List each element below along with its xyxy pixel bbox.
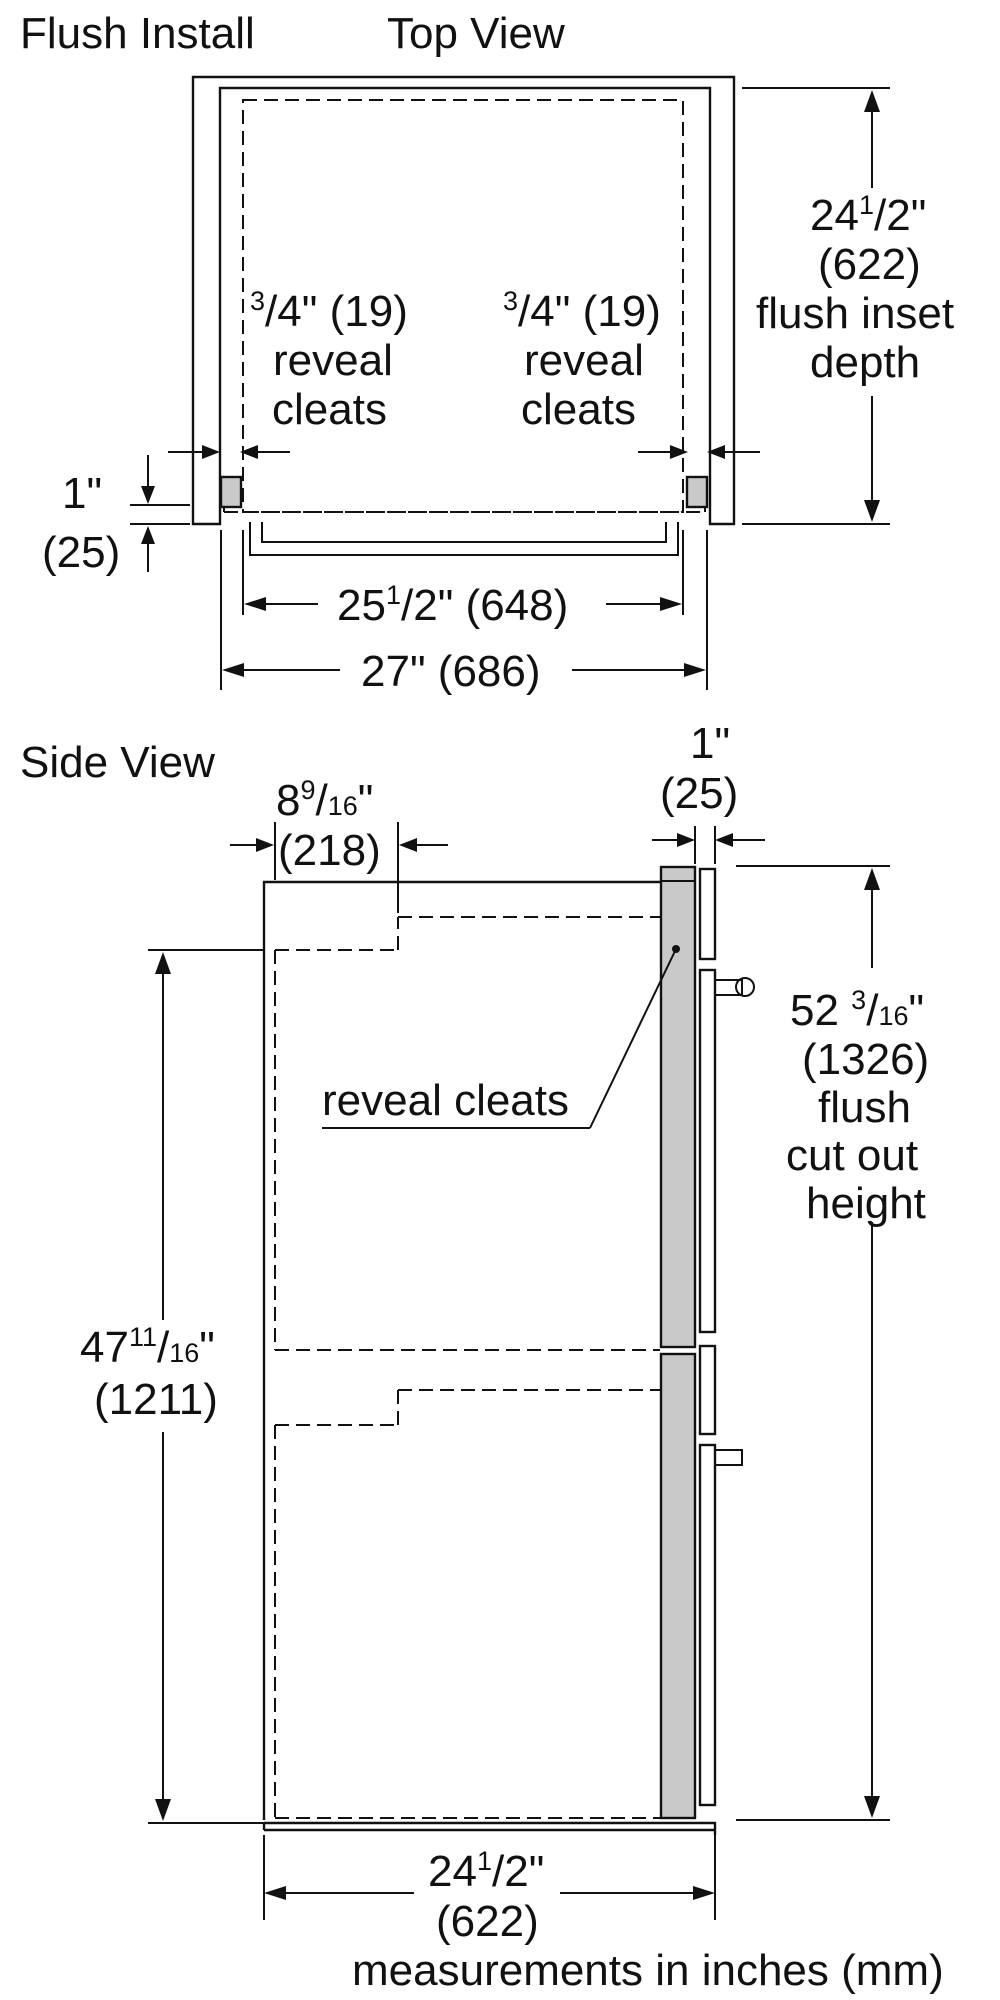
svg-text:251/2" (648): 251/2" (648) <box>337 580 568 630</box>
lower-door-panel <box>698 1443 717 1807</box>
svg-text:flush: flush <box>818 1083 911 1132</box>
side-view-drawing <box>148 822 890 1920</box>
door-offset-dimension: 1" (25) <box>652 719 765 847</box>
svg-text:(25): (25) <box>42 528 120 577</box>
units-note: measurements in inches (mm) <box>352 1946 944 1995</box>
top-view-drawing <box>191 75 890 690</box>
right-cleat <box>685 475 709 509</box>
reveal-cleats-callout: reveal cleats <box>322 1076 569 1125</box>
svg-text:241/2": 241/2" <box>810 190 926 240</box>
svg-text:cleats: cleats <box>521 385 636 434</box>
upper-step-dimension: 89/16" (218) <box>230 775 448 875</box>
svg-text:4711/16": 4711/16" <box>80 1322 215 1372</box>
svg-text:height: height <box>806 1179 926 1228</box>
side-view-title: Side View <box>20 738 215 787</box>
svg-text:27" (686): 27" (686) <box>361 647 541 696</box>
upper-door-panel <box>698 968 717 1334</box>
svg-text:depth: depth <box>810 338 920 387</box>
svg-text:89/16": 89/16" <box>276 775 373 825</box>
svg-text:flush inset: flush inset <box>756 289 954 338</box>
lower-height-dimension: 4711/16" (1211) <box>80 952 218 1821</box>
upper-drawer-panel <box>698 867 717 961</box>
left-reveal-label: 3/4" (19) reveal cleats <box>250 286 408 434</box>
left-cleat <box>219 475 243 509</box>
svg-text:3/4" (19): 3/4" (19) <box>503 286 661 336</box>
svg-text:(218): (218) <box>278 826 381 875</box>
svg-text:241/2": 241/2" <box>428 1846 544 1896</box>
svg-text:(25): (25) <box>660 769 738 818</box>
side-depth-dimension: 241/2" (622) <box>264 1846 715 1946</box>
lower-side-cleat <box>659 1352 697 1820</box>
svg-text:(1326): (1326) <box>802 1035 929 1084</box>
svg-text:1": 1" <box>62 469 102 518</box>
svg-text:cleats: cleats <box>272 385 387 434</box>
upper-side-cleat <box>659 865 697 1349</box>
svg-text:cut out: cut out <box>786 1131 918 1180</box>
front-offset-dimension: 1" (25) <box>42 455 190 577</box>
svg-text:(1211): (1211) <box>94 1375 218 1424</box>
svg-text:(622): (622) <box>436 1897 539 1946</box>
middle-drawer-panel <box>698 1344 717 1436</box>
svg-text:reveal: reveal <box>524 336 644 385</box>
inner-width-dimension: 251/2" (648) <box>244 580 682 630</box>
flush-install-title: Flush Install <box>20 9 255 58</box>
reveal-cleat-arrows <box>168 445 760 459</box>
svg-text:52 3/16": 52 3/16" <box>790 985 924 1035</box>
svg-text:(622): (622) <box>818 240 921 289</box>
cutout-height-dimension: 52 3/16" (1326) flush cut out height <box>786 868 929 1818</box>
svg-text:reveal: reveal <box>273 336 393 385</box>
flush-inset-depth-dimension: 241/2" (622) flush inset depth <box>756 90 954 522</box>
right-reveal-label: 3/4" (19) reveal cleats <box>503 286 661 434</box>
outer-width-dimension: 27" (686) <box>222 647 706 696</box>
svg-text:1": 1" <box>690 719 730 768</box>
svg-text:3/4" (19): 3/4" (19) <box>250 286 408 336</box>
top-view-title: Top View <box>387 9 565 58</box>
